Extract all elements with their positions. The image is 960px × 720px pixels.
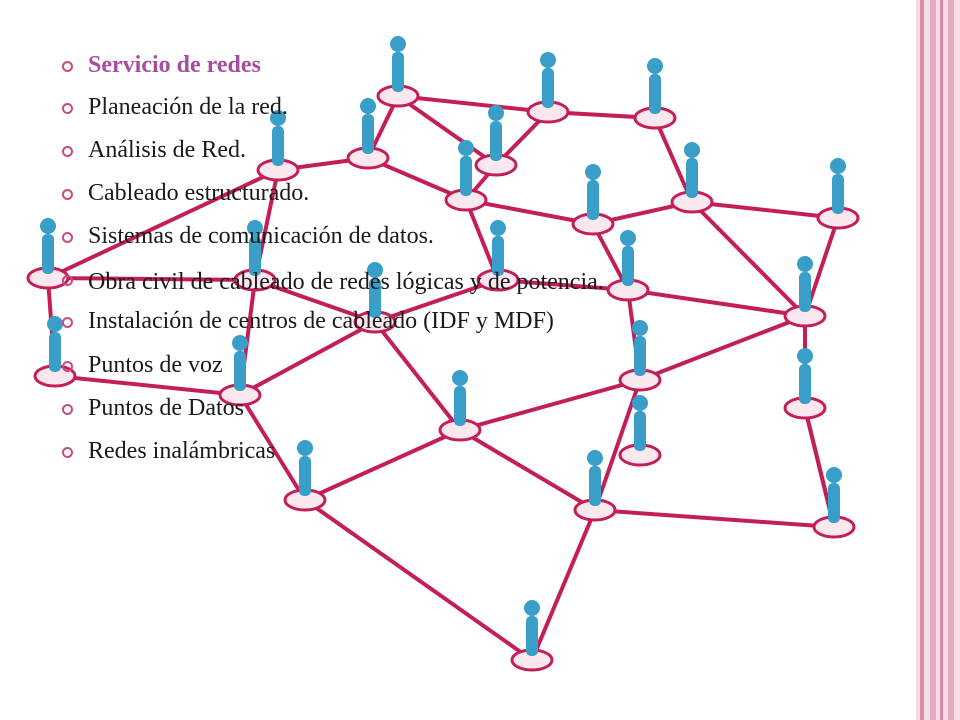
network-link (238, 320, 377, 397)
bullet-text: Puntos de Datos (88, 395, 244, 421)
network-link (458, 378, 642, 432)
person-node-icon (438, 370, 482, 442)
network-link (626, 288, 807, 318)
bullet-item: Análisis de Red. (62, 137, 802, 163)
person-node-icon (444, 140, 488, 212)
person-node-icon (233, 220, 277, 292)
person-node-icon (670, 142, 714, 214)
bullet-item: Servicio de redes (62, 52, 802, 78)
bullet-text: Sistemas de comunicación de datos. (88, 223, 434, 249)
bullet-text: Servicio de redes (88, 52, 261, 78)
person-node-icon (606, 230, 650, 302)
bullet-text: Análisis de Red. (88, 137, 246, 163)
bullet-text: Cableado estructurado. (88, 180, 310, 206)
circle-bullet-icon (62, 189, 73, 200)
person-node-icon (783, 256, 827, 328)
circle-bullet-icon (62, 404, 73, 415)
bullet-list: Servicio de redes Planeación de la red. … (62, 52, 802, 464)
bullet-text: Instalación de centros de cableado (IDF … (88, 308, 554, 334)
circle-bullet-icon (62, 61, 73, 72)
network-link (46, 168, 280, 280)
network-link (396, 94, 498, 167)
bullet-item: Planeación de la red. (62, 94, 802, 120)
network-link (53, 374, 242, 397)
bullet-text: Obra civil de cableado de redes lógicas … (88, 269, 604, 295)
network-link (690, 200, 840, 220)
person-node-icon (618, 395, 662, 467)
network-link (373, 320, 462, 432)
circle-bullet-icon (62, 232, 73, 243)
bullet-item: Puntos de Datos (62, 395, 802, 421)
person-node-icon (353, 262, 397, 334)
circle-bullet-icon (62, 275, 73, 286)
network-link (464, 198, 595, 226)
person-node-icon (476, 220, 520, 292)
bullet-item: Redes inalámbricas (62, 438, 802, 464)
bullet-text: Planeación de la red. (88, 94, 288, 120)
circle-bullet-icon (62, 447, 73, 458)
network-link (530, 508, 597, 662)
bullet-item: Obra civil de cableado de redes lógicas … (62, 266, 802, 298)
bullet-item: Cableado estructurado. (62, 180, 802, 206)
network-link (458, 428, 597, 512)
network-link (238, 393, 307, 502)
circle-bullet-icon (62, 103, 73, 114)
person-node-icon (633, 58, 677, 130)
circle-bullet-icon (62, 146, 73, 157)
person-node-icon (376, 36, 420, 108)
network-link (303, 498, 534, 662)
bullet-text: Redes inalámbricas (88, 438, 276, 464)
person-node-icon (812, 467, 856, 539)
person-node-icon (283, 440, 327, 512)
person-node-icon (474, 105, 518, 177)
bullet-text: Puntos de voz (88, 352, 223, 378)
person-node-icon (816, 158, 860, 230)
person-node-icon (346, 98, 390, 170)
network-link (303, 428, 462, 502)
network-link (690, 200, 807, 318)
person-node-icon (256, 110, 300, 182)
network-link (396, 94, 550, 114)
person-node-icon (218, 335, 262, 407)
bullet-item: Puntos de voz (62, 352, 802, 378)
person-node-icon (510, 600, 554, 672)
person-node-icon (573, 450, 617, 522)
decorative-side-stripes (916, 0, 960, 720)
network-link (373, 278, 500, 324)
network-link (653, 116, 694, 204)
person-node-icon (618, 320, 662, 392)
network-link (638, 314, 807, 382)
person-node-icon (26, 218, 70, 290)
circle-bullet-icon (62, 317, 73, 328)
circle-bullet-icon (62, 361, 73, 372)
bullet-item: Sistemas de comunicación de datos. (62, 223, 802, 249)
person-node-icon (526, 52, 570, 124)
person-node-icon (783, 348, 827, 420)
bullet-item: Instalación de centros de cableado (IDF … (62, 308, 802, 334)
person-node-icon (571, 164, 615, 236)
network-link (46, 276, 257, 282)
network-link (496, 278, 630, 292)
network-link (593, 508, 836, 529)
network-link (253, 278, 377, 324)
